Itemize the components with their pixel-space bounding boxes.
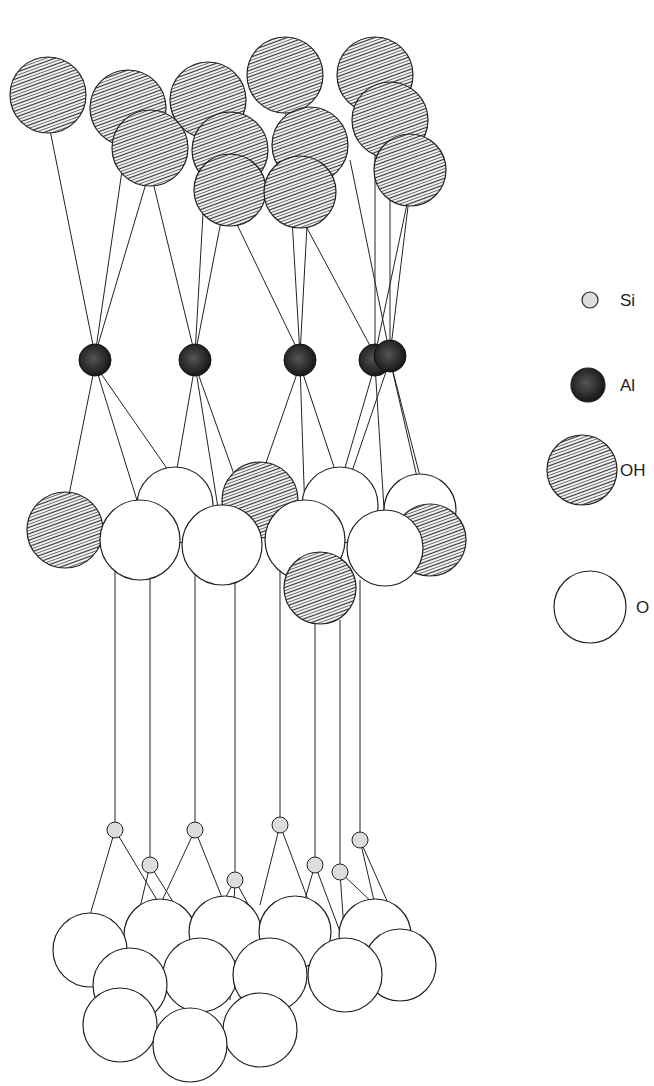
bond-lines: [48, 100, 430, 1000]
oxygen-hydroxyl-layer: [27, 462, 466, 624]
legend-label: Al: [620, 377, 635, 394]
legend-label: Si: [620, 292, 635, 309]
hydroxyl-layer: [10, 37, 446, 228]
legend-samples: [547, 292, 626, 643]
legend-label: OH: [620, 462, 646, 479]
aluminium-layer: [79, 340, 406, 376]
legend-label: O: [636, 599, 649, 616]
oxygen-layer: [53, 896, 436, 1082]
silicon-layer: [107, 817, 368, 888]
